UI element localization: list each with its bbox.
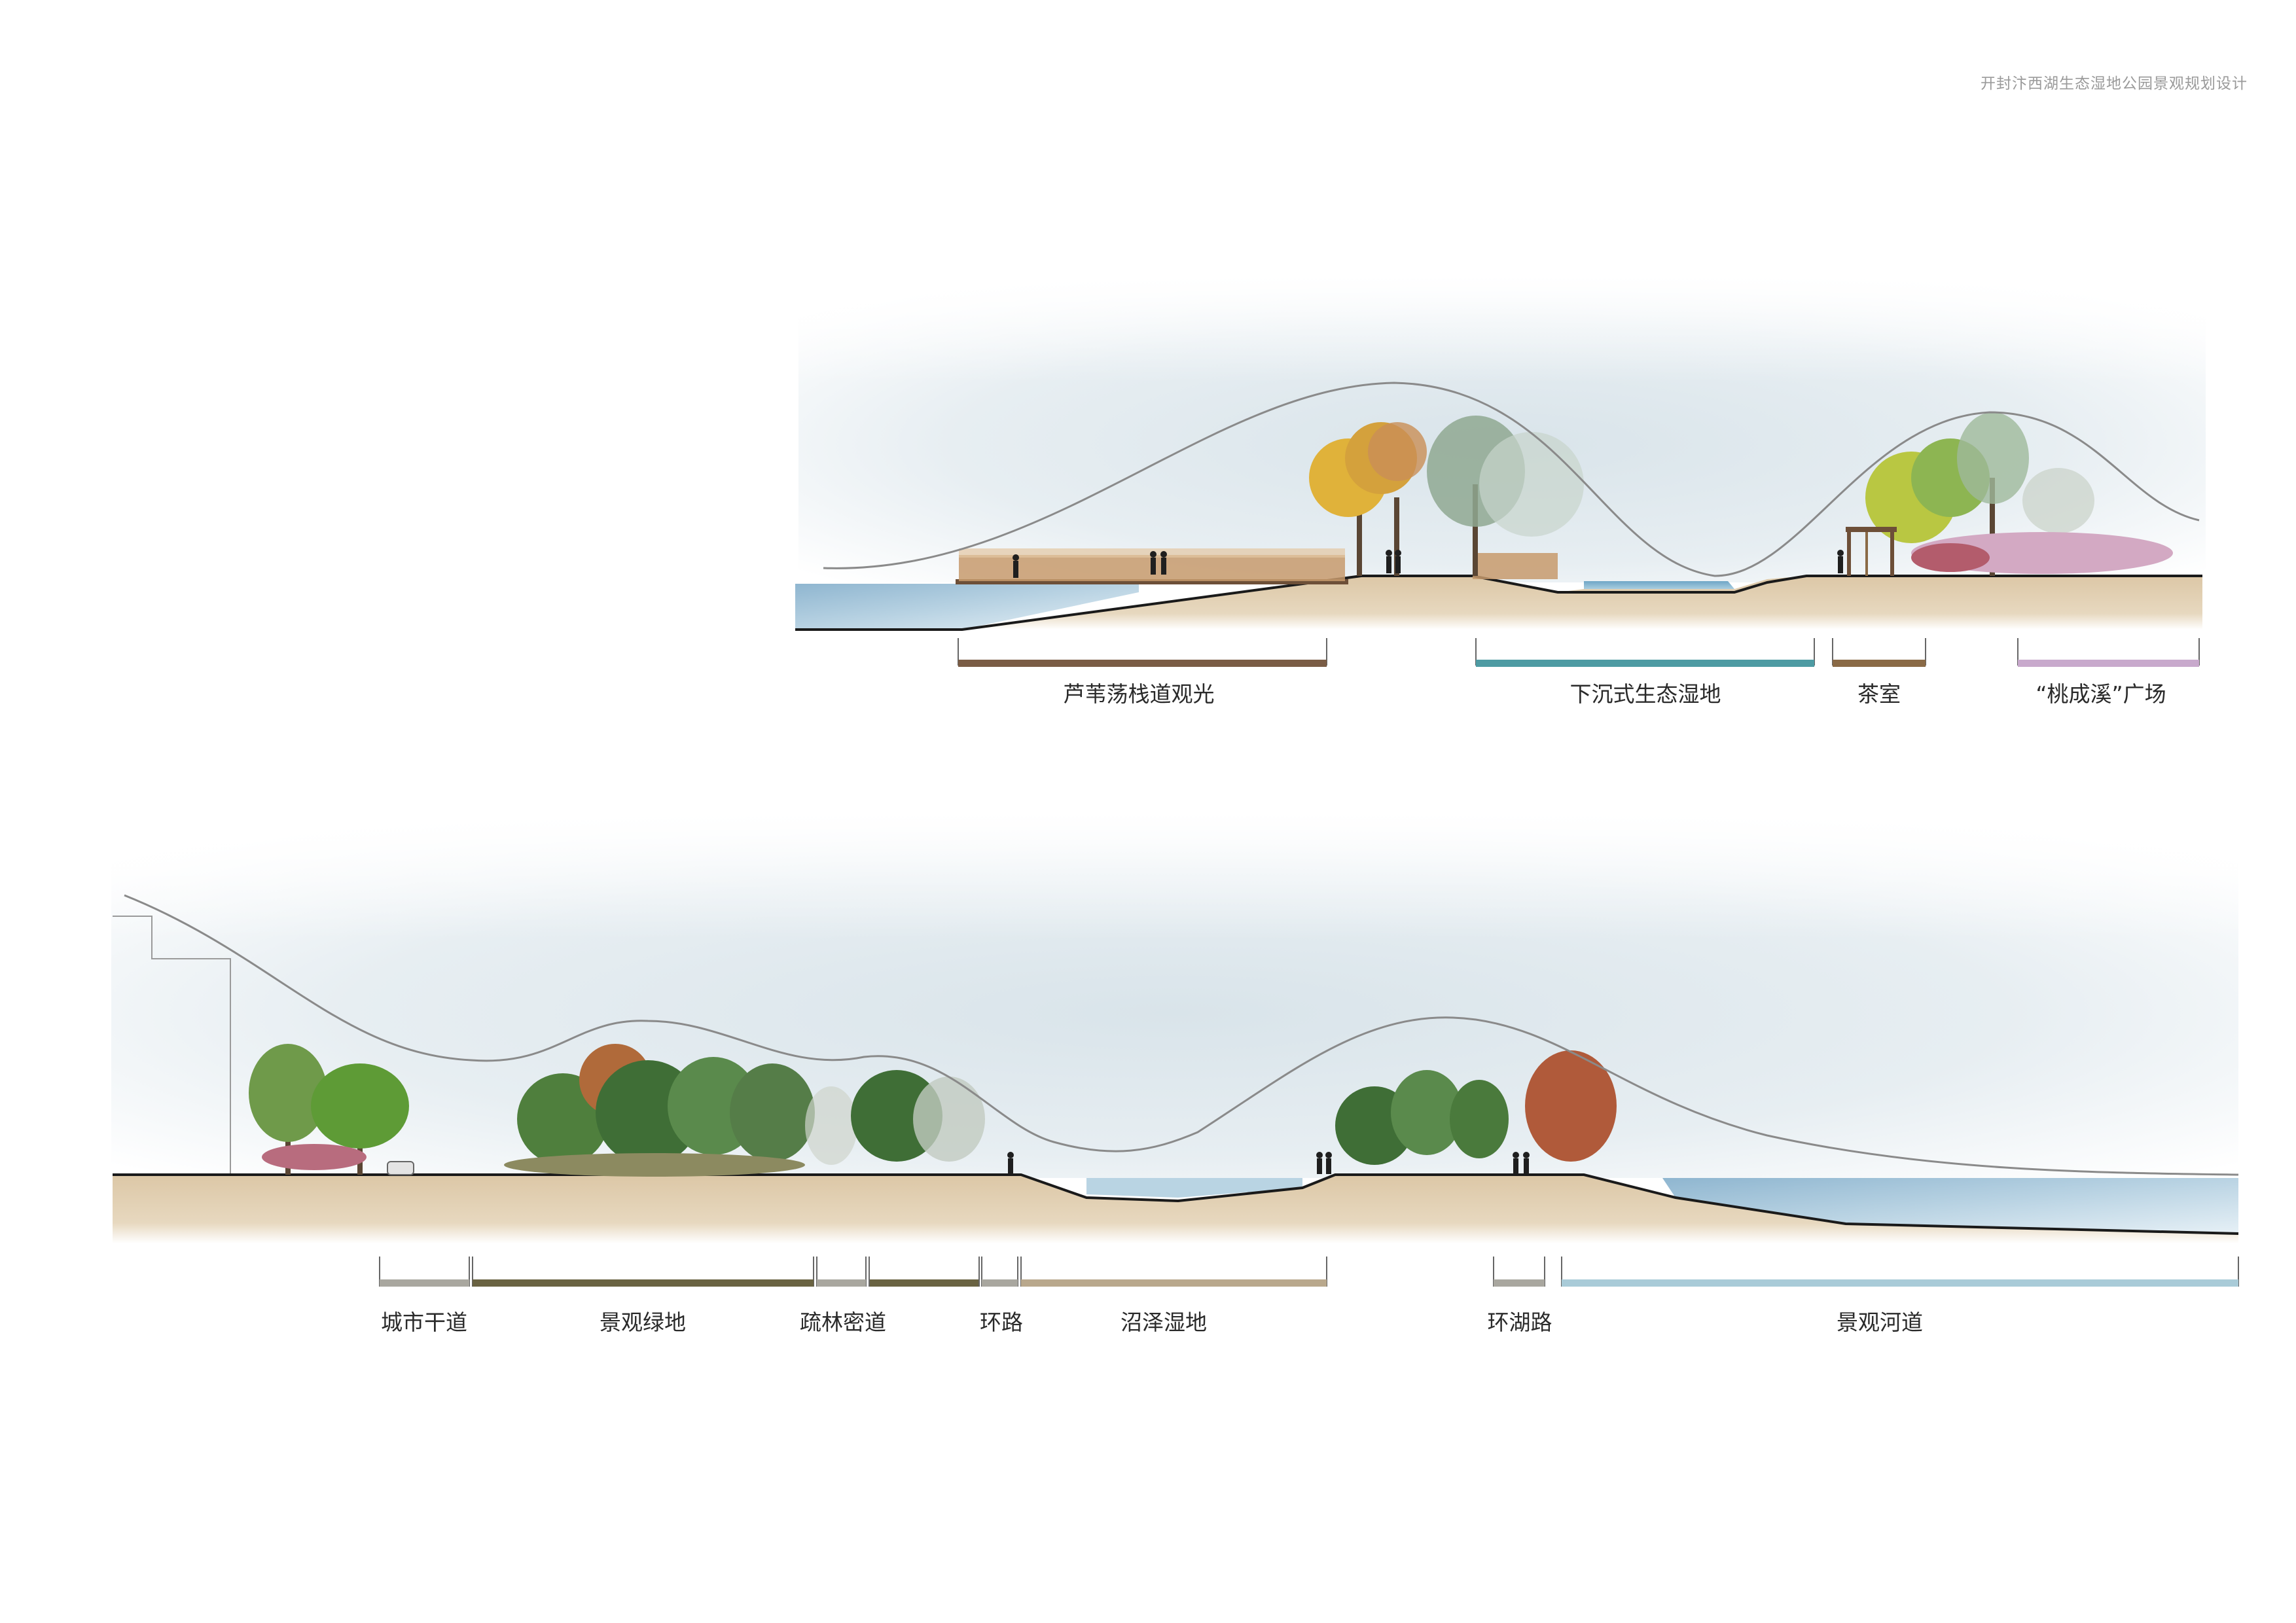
zone-label: 芦苇荡栈道观光 [1064,681,1215,707]
tea-house [1846,527,1897,576]
zone-bar [1562,1279,2238,1287]
lower-ground-line [113,1173,2239,1235]
zone-bar [380,1279,469,1287]
zone-bar [1494,1279,1545,1287]
lower-trees [249,1044,1617,1177]
zone-label: 景观绿地 [600,1310,686,1335]
lower-ground [113,1175,2238,1243]
upper-contour-line [823,382,2200,577]
zone-label: 下沉式生态湿地 [1570,681,1721,707]
zone-bar [817,1279,866,1287]
zone-bar [473,1279,814,1287]
upper-people [1013,550,1844,578]
page-title: 开封汴西湖生态湿地公园景观规划设计 [1981,75,2248,92]
upper-water [795,584,1139,630]
zone-bar [958,660,1327,667]
zone-peach-plaza: “桃成溪”广场 [2017,638,2200,707]
zone-label: 疏林密道 [800,1310,886,1335]
zone-landscape-green: 景观绿地 [472,1257,814,1335]
zone-marsh-wetland: 沼泽湿地 [1020,1257,1327,1335]
building-outline [113,916,231,1175]
upper-zone-legend: 芦苇荡栈道观光 下沉式生态湿地 茶室 “桃成溪”广场 [958,638,2200,707]
zone-reed-boardwalk: 芦苇荡栈道观光 [958,638,1327,707]
lower-zone-legend: 城市干道 景观绿地 疏林密道 环路 沼泽湿地 [379,1257,2239,1335]
zone-loop-road: 环路 [980,1257,1023,1335]
zone-bar [1476,660,1814,667]
zone-label: 环路 [980,1310,1023,1335]
zone-lake-loop-road: 环湖路 [1488,1257,1552,1335]
zone-label: 沼泽湿地 [1121,1310,1207,1335]
upper-ground [795,576,2202,630]
zone-landscape-river: 景观河道 [1561,1257,2239,1335]
lower-contour-line [124,894,2239,1176]
zone-sunken-wetland: 下沉式生态湿地 [1475,638,1815,707]
zone-bar [982,1279,1018,1287]
zone-label: 茶室 [1857,681,1901,707]
car [387,1161,414,1175]
zone-label: 环湖路 [1488,1310,1552,1335]
lower-river [1662,1178,2238,1234]
zone-bar [1021,1279,1327,1287]
upper-sunken-pond [1584,581,1734,589]
zone-tea-house: 茶室 [1832,638,1926,707]
zone-bar [2018,660,2199,667]
upper-boardwalk [956,579,1348,584]
zone-bar-extension [869,1279,979,1287]
upper-section [795,275,2206,631]
lower-marsh-water [1086,1178,1302,1198]
zone-label: “桃成溪”广场 [2036,681,2166,707]
zone-label: 城市干道 [381,1310,467,1335]
upper-ground-line [795,575,2202,631]
zone-city-road: 城市干道 [379,1257,470,1335]
upper-trees [1309,412,2173,576]
zone-label: 景观河道 [1837,1310,1923,1335]
lower-people [1007,1152,1530,1174]
lower-section [111,812,2239,1243]
zone-sparse-forest-path: 疏林密道 [800,1257,980,1335]
lower-sky-fade [111,812,2238,1178]
zone-bar [1833,660,1926,667]
